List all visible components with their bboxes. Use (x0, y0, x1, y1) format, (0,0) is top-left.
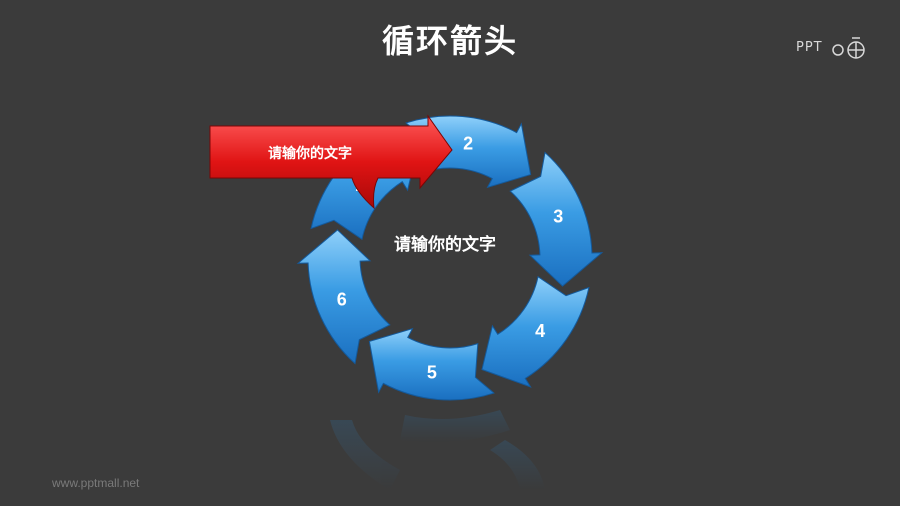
cycle-segment-4 (481, 275, 590, 388)
segment-number-4: 4 (535, 321, 545, 341)
center-label: 请输你的文字 (394, 234, 496, 255)
banner-label: 请输你的文字 (268, 145, 352, 162)
banner-arrow: 请输你的文字 (209, 114, 453, 210)
cycle-segment-3 (509, 151, 604, 287)
logo-icon (832, 37, 865, 59)
page-title: 循环箭头 (381, 22, 518, 60)
ppt-logo: PPT (796, 34, 876, 66)
segment-number-6: 6 (337, 290, 347, 310)
cycle-segment-5 (368, 327, 495, 401)
segment-number-2: 2 (463, 133, 473, 153)
logo-text: PPT (796, 40, 823, 55)
segment-number-5: 5 (427, 363, 437, 383)
watermark: www.pptmall.net (52, 476, 140, 490)
cycle-segment-6 (296, 229, 391, 365)
diagram-reflection (330, 410, 545, 490)
segment-number-3: 3 (553, 206, 563, 226)
